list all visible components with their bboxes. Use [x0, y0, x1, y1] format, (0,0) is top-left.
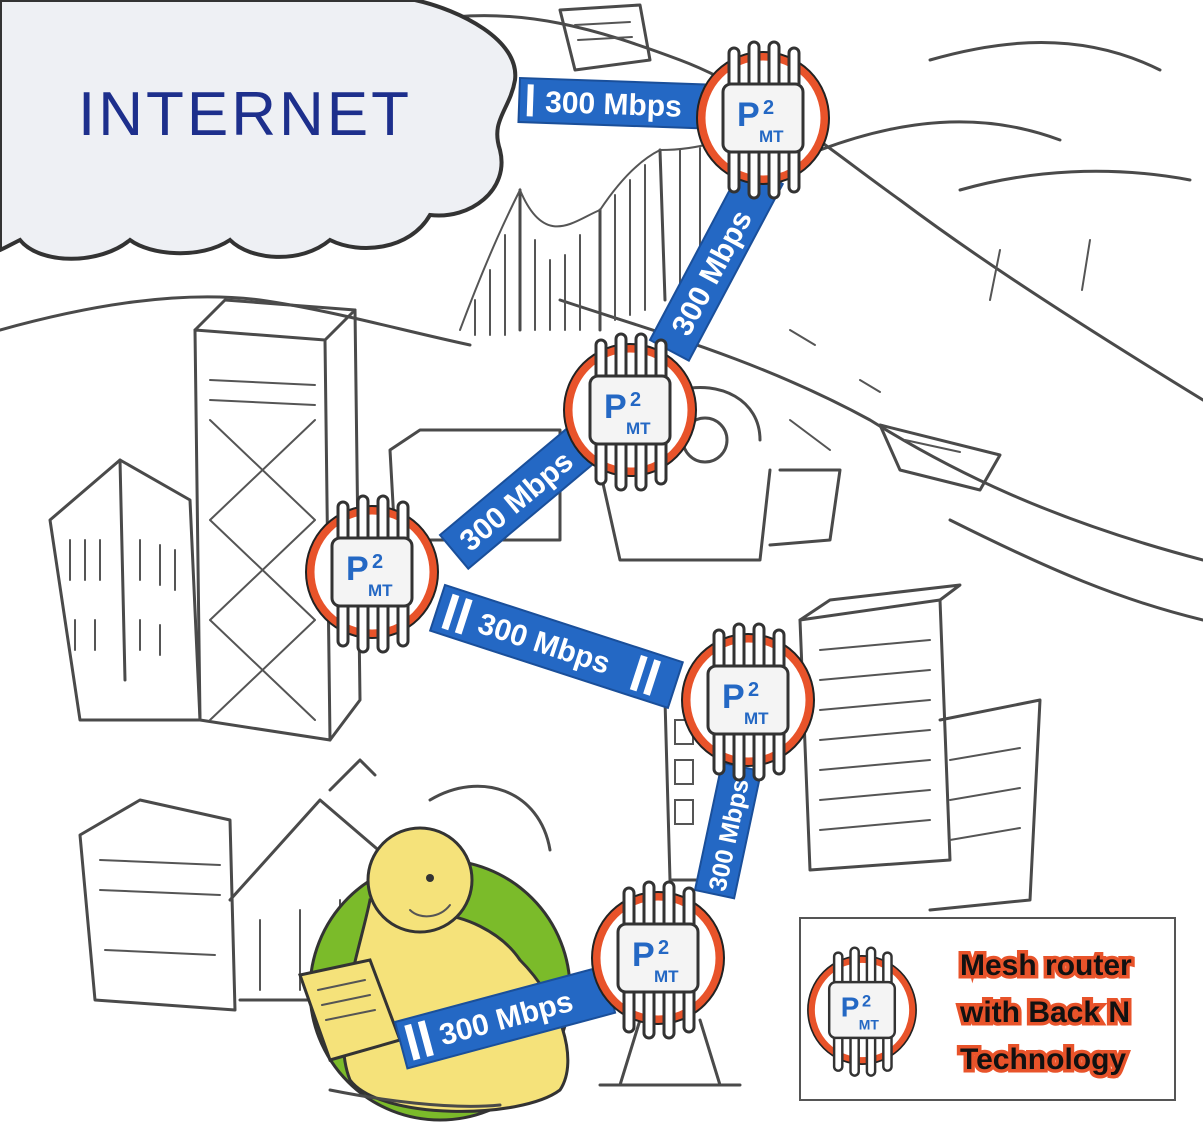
mesh-router-3: P 2 MT: [306, 496, 438, 652]
legend-line-1: Mesh router: [960, 949, 1132, 982]
legend-line-3: Technology: [960, 1043, 1126, 1076]
mesh-router-1: P 2 MT: [697, 42, 829, 198]
router-logo-sup: 2: [763, 97, 774, 119]
legend-router-icon: P 2 MT: [808, 948, 916, 1076]
router-logo-sup: 2: [748, 679, 759, 701]
router-logo-p: P: [632, 936, 655, 974]
router-logo-sup: 2: [658, 937, 669, 959]
legend-line-2: with Back N: [959, 996, 1130, 1029]
router-logo-mt: MT: [859, 1017, 880, 1033]
link-router-1-to-router-2: 300 Mbps: [648, 162, 785, 363]
internet-label: INTERNET: [78, 80, 412, 149]
router-logo-p: P: [346, 550, 369, 588]
router-logo-mt: MT: [654, 967, 679, 986]
router-logo-mt: MT: [626, 419, 651, 438]
router-logo-mt: MT: [759, 127, 784, 146]
router-logo-p: P: [604, 388, 627, 426]
link-label: 300 Mbps: [545, 86, 683, 124]
mesh-router-4: P 2 MT: [682, 624, 814, 780]
router-logo-p: P: [722, 678, 745, 716]
router-logo-mt: MT: [744, 709, 769, 728]
legend-box: P 2 MT Mesh router with Back N Technolog…: [799, 917, 1176, 1101]
router-logo-sup: 2: [372, 551, 383, 573]
internet-cloud: [0, 0, 518, 261]
link-router-3-to-router-4: 300 Mbps: [428, 583, 685, 710]
router-logo-mt: MT: [368, 581, 393, 600]
router-logo-sup: 2: [630, 389, 641, 411]
router-logo-p: P: [841, 992, 860, 1023]
router-logo-sup: 2: [862, 993, 871, 1011]
link-internet-to-router-1: 300 Mbps: [517, 76, 721, 130]
mesh-router-2: P 2 MT: [564, 334, 696, 490]
router-logo-p: P: [737, 96, 760, 134]
link-router-4-to-router-5: 300 Mbps: [693, 761, 763, 900]
background-sketch: [0, 3, 1203, 1087]
mesh-router-5: P 2 MT: [592, 882, 724, 1038]
